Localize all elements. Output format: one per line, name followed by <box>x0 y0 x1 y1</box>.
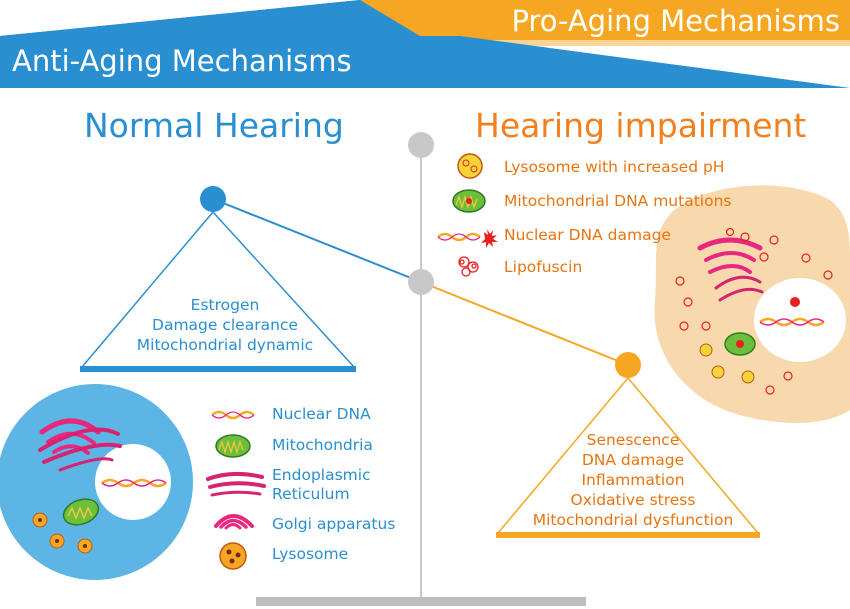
golgi-icon <box>214 514 254 530</box>
factor-label: Oxidative stress <box>570 491 696 509</box>
lysosome-ph-icon <box>457 153 483 179</box>
factor-label: Senescence <box>586 431 680 449</box>
factor-label: Mitochondrial dynamic <box>136 336 314 354</box>
hearing-impairment-heading: Hearing impairment <box>475 106 807 145</box>
organelle-legend-label: Nuclear DNA <box>272 405 371 423</box>
anti-aging-factors: Estrogen Damage clearance Mitochondrial … <box>120 295 330 355</box>
normal-hearing-heading: Normal Hearing <box>84 106 344 145</box>
lysosome-icon <box>219 542 247 570</box>
factor-label: Damage clearance <box>152 316 298 334</box>
anti-aging-banner <box>0 0 850 88</box>
nuclear-dna-icon <box>211 410 255 420</box>
impairment-legend-label: Lysosome with increased pH <box>504 158 725 176</box>
balance-scale <box>200 132 641 606</box>
pro-aging-title: Pro-Aging Mechanisms <box>511 4 840 38</box>
healthy-cell <box>0 384 193 580</box>
impairment-legend-label: Nuclear DNA damage <box>504 226 671 244</box>
pro-aging-factors: Senescence DNA damage Inflammation Oxida… <box>520 430 746 530</box>
organelle-legend-label: Lysosome <box>272 545 349 563</box>
organelle-legend-label: Mitochondria <box>272 436 373 454</box>
lipofuscin-icon <box>458 256 479 277</box>
dna-damage-icon <box>437 229 498 248</box>
anti-aging-title: Anti-Aging Mechanisms <box>12 44 352 78</box>
left-triangle <box>80 210 356 372</box>
er-icon <box>206 472 266 497</box>
factor-label: Inflammation <box>581 471 685 489</box>
mitochondria-mutation-icon <box>452 189 486 213</box>
right-triangle <box>496 376 760 538</box>
impairment-legend-label: Mitochondrial DNA mutations <box>504 192 732 210</box>
factor-label: Mitochondrial dysfunction <box>532 511 734 529</box>
mitochondria-icon <box>215 434 251 458</box>
organelle-legend-label: Golgi apparatus <box>272 515 396 533</box>
factor-label: Estrogen <box>190 296 260 314</box>
organelle-legend-label: Endoplasmic Reticulum <box>272 466 371 503</box>
factor-label: DNA damage <box>581 451 685 469</box>
impairment-legend-label: Lipofuscin <box>504 258 583 276</box>
aged-cell <box>654 185 850 423</box>
pro-aging-banner <box>360 0 850 46</box>
